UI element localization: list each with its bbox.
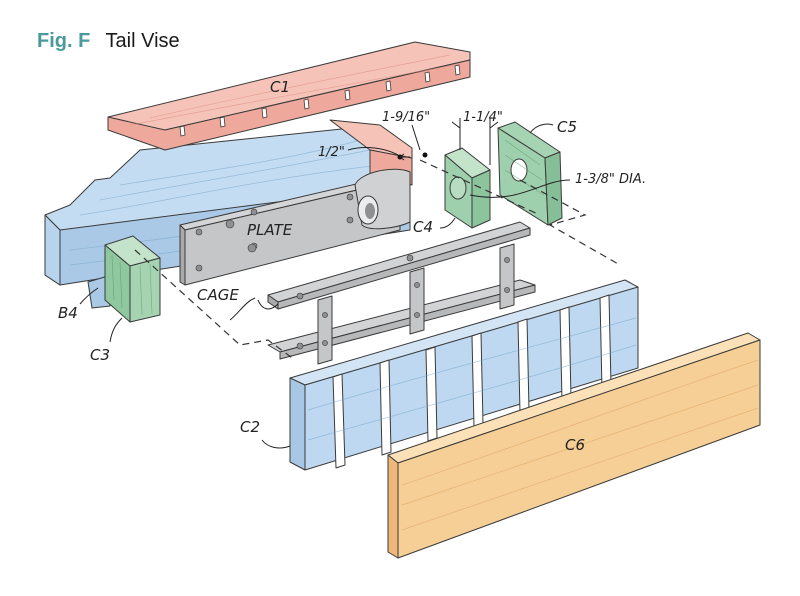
part-c6 — [387, 332, 761, 559]
assembly-line-right — [519, 179, 621, 266]
label-c5: C5 — [557, 118, 577, 136]
dimension-lines — [347, 118, 499, 165]
label-c4: C4 — [413, 218, 433, 236]
dim-half-inch: 1/2" — [318, 145, 345, 160]
label-b4: B4 — [58, 304, 78, 322]
dim-1-1-4: 1-1/4" — [463, 110, 503, 125]
label-c6: C6 — [565, 436, 585, 454]
hole-axis-line — [419, 159, 541, 216]
figure-name: Tail Vise — [105, 30, 180, 52]
figure-title: Fig. F Tail Vise — [37, 30, 180, 53]
label-c2: C2 — [240, 418, 260, 436]
part-c3 — [104, 235, 161, 323]
label-cage: CAGE — [197, 286, 239, 304]
label-c1: C1 — [270, 78, 290, 96]
leader-arrows — [79, 123, 571, 449]
figure-number: Fig. F — [37, 30, 91, 52]
part-c5 — [497, 121, 563, 226]
label-c3: C3 — [90, 346, 110, 364]
part-c2 — [289, 279, 639, 471]
label-plate: PLATE — [247, 221, 293, 239]
assembly-line-left — [134, 249, 296, 361]
part-c4 — [444, 147, 491, 229]
dim-hole-dia: 1-3/8" DIA. — [575, 172, 646, 187]
dim-1-9-16: 1-9/16" — [382, 110, 430, 125]
part-cage — [267, 221, 536, 365]
part-plate — [179, 168, 411, 286]
